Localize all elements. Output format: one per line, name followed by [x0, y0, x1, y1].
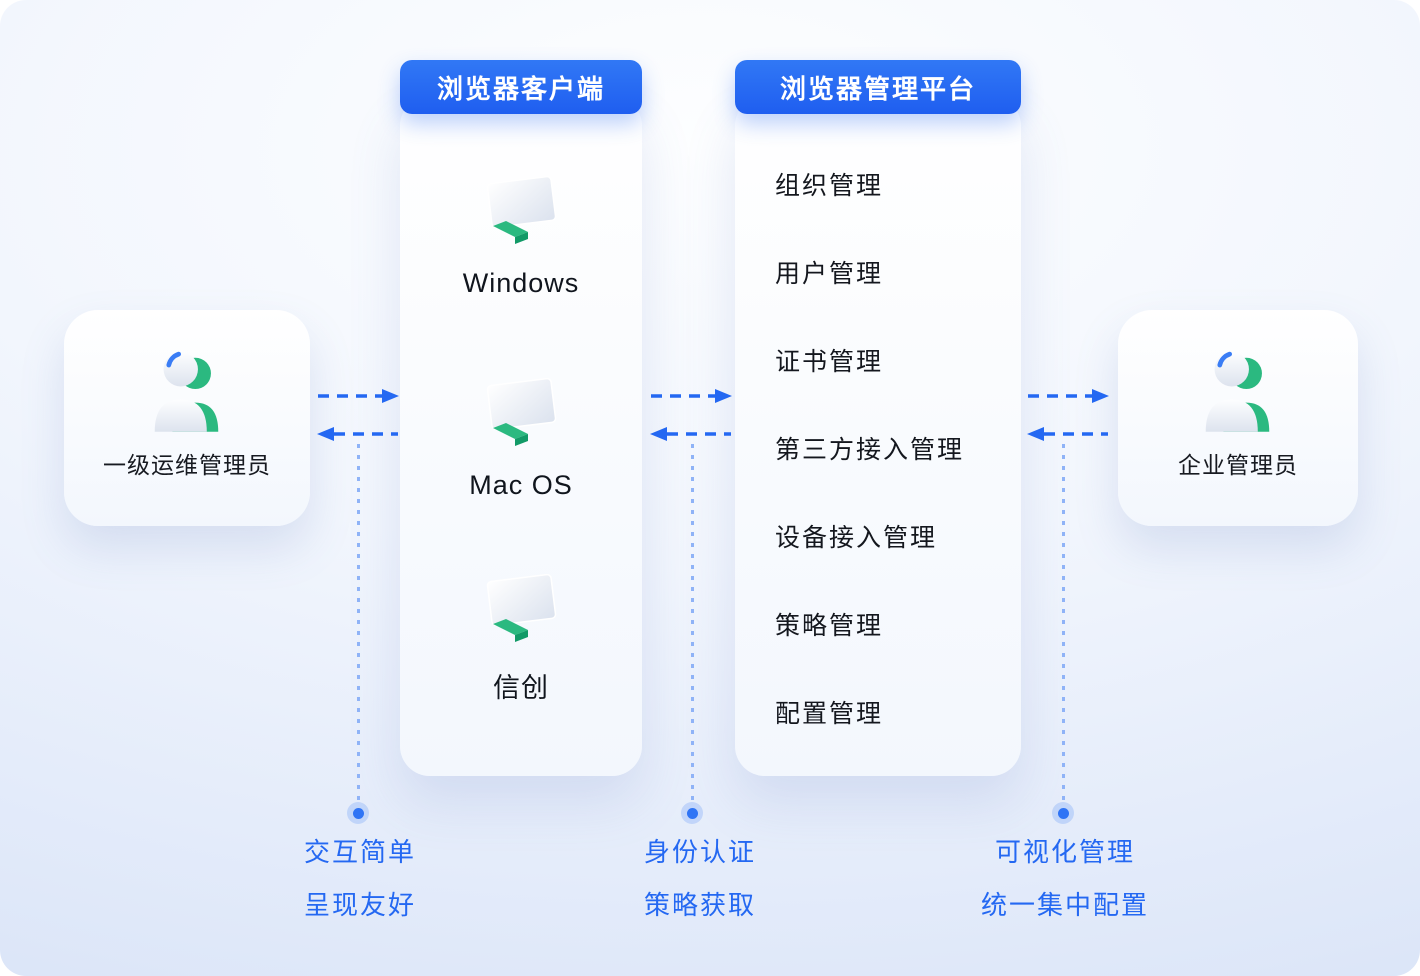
client-item-label: Mac OS [469, 470, 573, 500]
connector-dot [347, 802, 369, 824]
annotation-line: 交互简单 [303, 837, 416, 867]
monitor-icon [486, 176, 557, 244]
monitor-icon [486, 574, 557, 642]
arrow-left-icon [650, 427, 731, 441]
annotation-line: 可视化管理 [994, 837, 1135, 867]
connector-line [691, 444, 694, 804]
actor-card-ops-admin: 一级运维管理员 [64, 310, 310, 526]
connector-line [1062, 444, 1065, 804]
arrow-right-icon [651, 389, 732, 403]
annotation-visual-management: 可视化管理 统一集中配置 [935, 826, 1195, 932]
platform-item: 设备接入管理 [775, 524, 938, 552]
annotation-line: 统一集中配置 [980, 890, 1149, 920]
arrow-right-icon [1028, 389, 1109, 403]
annotation-line: 呈现友好 [303, 890, 416, 920]
platform-item: 第三方接入管理 [775, 436, 965, 464]
monitor-icon [486, 378, 557, 446]
client-title-badge: 浏览器客户端 [400, 60, 642, 114]
client-item-windows: Windows [400, 176, 642, 299]
client-item-xinchuang: 信创 [400, 574, 642, 705]
arrow-right-icon [318, 389, 399, 403]
user-icon [154, 351, 219, 432]
client-item-label: 信创 [493, 673, 549, 703]
annotation-auth-policy: 身份认证 策略获取 [570, 826, 830, 932]
arrow-left-icon [1027, 427, 1108, 441]
platform-item: 配置管理 [775, 700, 884, 728]
platform-title-badge: 浏览器管理平台 [735, 60, 1021, 114]
annotation-line: 身份认证 [643, 837, 756, 867]
client-item-label: Windows [462, 268, 580, 298]
platform-feature-list: 组织管理 用户管理 证书管理 第三方接入管理 设备接入管理 策略管理 配置管理 [775, 140, 1005, 756]
platform-column: 浏览器管理平台 组织管理 用户管理 证书管理 第三方接入管理 设备接入管理 策略… [735, 60, 1021, 776]
platform-item: 策略管理 [775, 612, 884, 640]
actor-card-enterprise-admin: 企业管理员 [1118, 310, 1358, 526]
user-icon [1205, 351, 1270, 432]
platform-item: 组织管理 [775, 172, 884, 200]
annotation-client-interaction: 交互简单 呈现友好 [230, 826, 490, 932]
client-column: 浏览器客户端 Windows Mac OS [400, 60, 642, 776]
arrow-left-icon [317, 427, 398, 441]
actor-label-enterprise-admin: 企业管理员 [1178, 452, 1298, 478]
actor-label-ops-admin: 一级运维管理员 [103, 452, 271, 478]
platform-item: 证书管理 [775, 348, 884, 376]
connector-dot [1052, 802, 1074, 824]
platform-item: 用户管理 [775, 260, 884, 288]
connector-line [357, 444, 360, 804]
connector-dot [681, 802, 703, 824]
client-item-macos: Mac OS [400, 378, 642, 501]
annotation-line: 策略获取 [643, 890, 756, 920]
